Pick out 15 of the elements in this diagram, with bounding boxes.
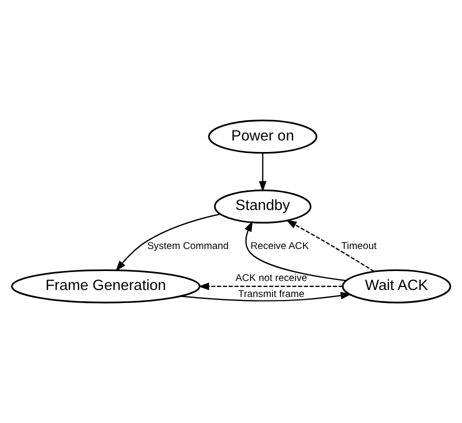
- edge-label: Receive ACK: [250, 241, 309, 252]
- node-ellipse: Wait ACK: [342, 269, 452, 304]
- arrow: [286, 220, 374, 272]
- arrow: [180, 292, 352, 302]
- node-ellipse: Frame Generation: [11, 269, 200, 304]
- edge-label: Transmit frame: [238, 288, 304, 300]
- edge-label: Timeout: [341, 241, 377, 252]
- node-ellipse: Standby: [214, 190, 312, 224]
- edge-label: ACK not receive: [236, 273, 308, 284]
- arrow: [116, 213, 220, 272]
- arrow: [258, 153, 266, 192]
- arrow: [198, 282, 343, 290]
- arrow: [244, 220, 346, 282]
- edge-label: System Command: [147, 241, 229, 252]
- node-ellipse: Power on: [208, 120, 318, 154]
